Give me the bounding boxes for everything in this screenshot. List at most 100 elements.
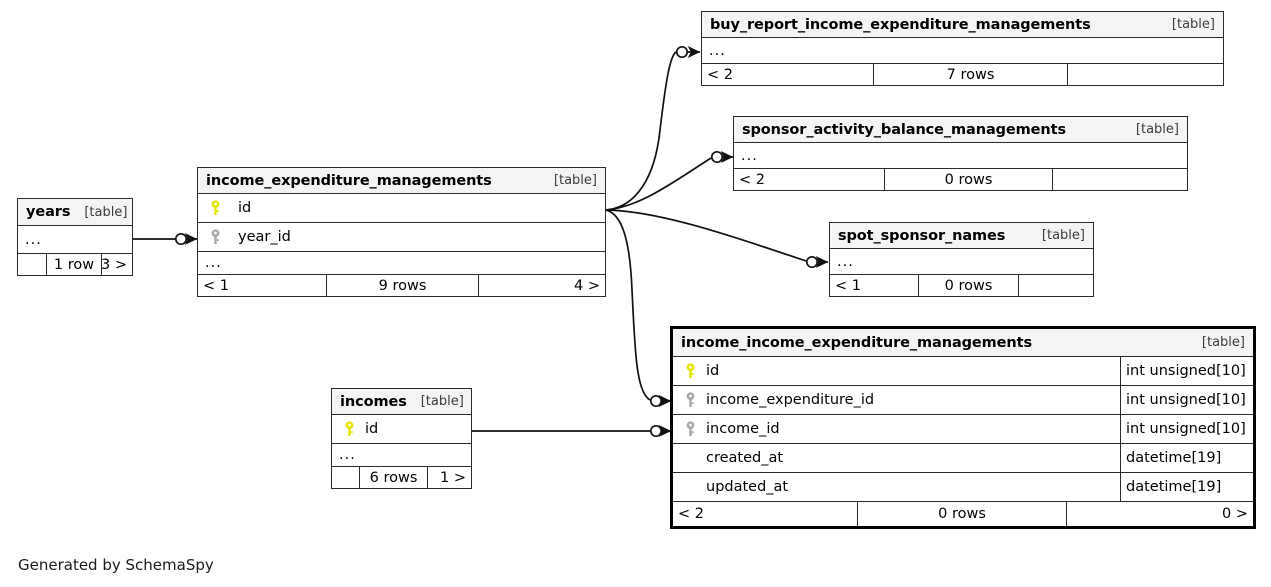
table-title-bar: sponsor_activity_balance_managements [ta… [734,117,1187,143]
footer-row-count: 7 rows [874,64,1068,85]
column-main: ... [198,255,605,271]
column-name: income_id [706,421,780,437]
table-name: buy_report_income_expenditure_management… [710,16,1091,33]
column-type: int unsigned[10] [1120,357,1253,385]
table-footer: < 1 0 rows [830,275,1093,296]
table-tag: [table] [1201,335,1245,350]
foreign-key-icon [205,229,225,245]
footer-row-count: 0 rows [919,275,1019,296]
table-footer: < 1 9 rows 4 > [198,275,605,296]
table-node-sponsor-activity-balance-managements[interactable]: sponsor_activity_balance_managements [ta… [733,116,1188,191]
table-tag: [table] [84,204,128,220]
column-type: datetime[19] [1120,444,1253,472]
footer-child-count[interactable] [1068,64,1223,85]
table-name: income_expenditure_managements [206,172,492,189]
footer-child-count[interactable]: 1 > [440,469,466,486]
column-row-id[interactable]: id [198,194,605,223]
table-footer: < 2 0 rows 0 > [673,502,1253,526]
column-row-created-at[interactable]: created_at datetime[19] [673,444,1253,473]
table-node-income-expenditure-managements[interactable]: income_expenditure_managements [table] i… [197,167,606,297]
column-row-id[interactable]: id [332,415,471,444]
column-main: ... [332,447,471,463]
table-footer: < 2 0 rows [734,169,1187,190]
column-row-ellipsis[interactable]: ... [734,143,1187,169]
column-name: year_id [238,229,291,245]
column-row[interactable]: ... [18,226,132,254]
table-node-spot-sponsor-names[interactable]: spot_sponsor_names [table] ... < 1 0 row… [829,222,1094,297]
foreign-key-icon [680,392,700,408]
footer-child-count[interactable]: 3 > [102,256,127,273]
column-row-id[interactable]: id int unsigned[10] [673,357,1253,386]
column-name: income_expenditure_id [706,392,875,408]
table-name: spot_sponsor_names [838,227,1006,244]
edge-iem-to-sponsor-activity-balance [605,150,734,211]
column-row-ellipsis[interactable]: ... [830,249,1093,275]
column-name: id [238,200,252,216]
footer-parent-count[interactable]: < 2 [673,502,858,526]
generated-by-credit: Generated by SchemaSpy [18,556,214,574]
footer-child-count[interactable]: 4 > [574,277,600,294]
column-main: ... [702,43,1223,59]
footer-child-count[interactable] [1019,275,1093,296]
table-title-bar: income_income_expenditure_managements [t… [673,329,1253,357]
column-row-income-id[interactable]: income_id int unsigned[10] [673,415,1253,444]
edge-iem-to-spot-sponsor-names [605,209,829,269]
column-main: id [198,200,605,216]
table-name: incomes [340,393,407,410]
column-name: ... [709,42,726,59]
column-main: id [332,421,471,437]
column-name: ... [205,255,222,271]
column-name: id [365,421,379,437]
column-main: income_id [673,421,1120,437]
footer-parent-count[interactable] [332,467,360,488]
column-row-ellipsis[interactable]: ... [198,252,605,275]
edge-iem-to-buy-report [605,45,701,211]
foreign-key-icon [680,421,700,437]
column-row-ellipsis[interactable]: ... [332,444,471,467]
footer-child-count[interactable]: 0 > [1222,506,1248,522]
edge-iem-to-income-iem [605,209,672,408]
table-tag: [table] [553,173,597,188]
footer-row-count: 6 rows [360,467,428,488]
edge-years-to-income-expenditure-managements [133,232,198,246]
column-row-updated-at[interactable]: updated_at datetime[19] [673,473,1253,502]
table-title-bar: buy_report_income_expenditure_management… [702,12,1223,38]
column-main: id [673,363,1120,379]
column-name: ... [741,147,758,164]
footer-row-count: 0 rows [885,169,1053,190]
column-row-income-expenditure-id[interactable]: income_expenditure_id int unsigned[10] [673,386,1253,415]
footer-child-count[interactable] [1053,169,1187,190]
table-node-income-income-expenditure-managements[interactable]: income_income_expenditure_managements [t… [670,326,1256,529]
table-node-buy-report-income-expenditure-managements[interactable]: buy_report_income_expenditure_management… [701,11,1224,86]
table-title-bar: income_expenditure_managements [table] [198,168,605,194]
table-node-incomes[interactable]: incomes [table] id ... [331,388,472,489]
column-main: income_expenditure_id [673,392,1120,408]
primary-key-icon [205,200,225,216]
table-footer: 1 row 3 > [18,254,132,275]
footer-parent-count[interactable]: < 1 [830,275,919,296]
column-main: updated_at [673,479,1120,495]
edge-incomes-to-income-iem [472,424,672,438]
footer-parent-count[interactable]: < 2 [702,64,874,85]
column-main: ... [734,148,1187,164]
footer-parent-count[interactable] [18,254,47,275]
column-main: created_at [673,450,1120,466]
footer-parent-count[interactable]: < 1 [198,275,327,296]
column-main: ... [830,254,1093,270]
footer-row-count: 9 rows [327,275,479,296]
column-name: id [706,363,720,379]
column-name: ... [837,253,854,270]
column-name: ... [339,447,356,463]
table-tag: [table] [1041,228,1085,243]
column-name: ... [25,231,42,248]
table-node-years[interactable]: years [table] ... 1 row 3 > [17,198,133,276]
footer-row-count: 1 row [47,254,102,275]
column-row-ellipsis[interactable]: ... [702,38,1223,64]
footer-parent-count[interactable]: < 2 [734,169,885,190]
table-title-bar: years [table] [18,199,132,226]
column-type: int unsigned[10] [1120,386,1253,414]
table-footer: 6 rows 1 > [332,467,471,488]
table-tag: [table] [420,394,464,409]
column-row-year-id[interactable]: year_id [198,223,605,252]
